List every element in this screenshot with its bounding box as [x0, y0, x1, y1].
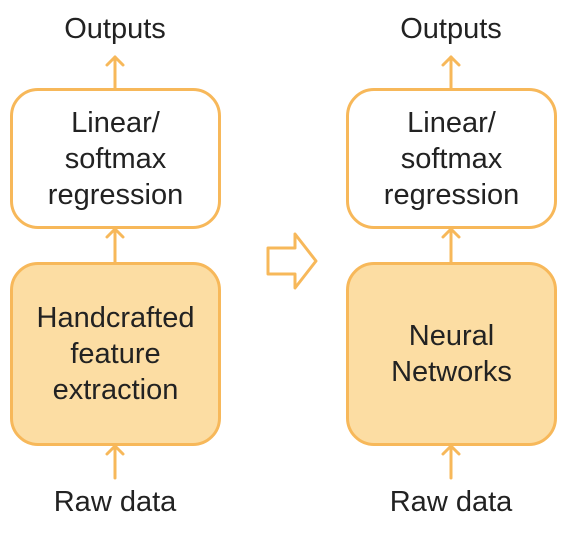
right-neural-networks-box: Neural Networks — [346, 262, 557, 446]
right-linear-softmax-box: Linear/ softmax regression — [346, 88, 557, 229]
box-label-line: extraction — [52, 374, 179, 406]
up-arrow-icon — [105, 444, 125, 480]
right-outputs-label: Outputs — [400, 13, 502, 45]
box-label-line: softmax — [400, 142, 503, 175]
box-label-line: Networks — [391, 356, 512, 388]
left-feature-extraction-box: Handcrafted feature extraction — [10, 262, 221, 446]
box-label-line: softmax — [64, 142, 167, 175]
up-arrow-icon — [441, 55, 461, 90]
box-label-line: Neural — [408, 320, 495, 352]
box-label-line: Linear/ — [71, 106, 160, 139]
up-arrow-icon — [441, 444, 461, 480]
right-raw-data-label: Raw data — [389, 486, 513, 518]
box-label-line: regression — [383, 178, 520, 211]
up-arrow-icon — [441, 227, 461, 264]
box-label-line: Handcrafted — [36, 302, 195, 334]
left-linear-softmax-box: Linear/ softmax regression — [10, 88, 221, 229]
box-label-line: feature — [70, 338, 161, 370]
right-arrow-icon — [266, 232, 318, 290]
up-arrow-icon — [105, 227, 125, 264]
box-label-line: regression — [47, 178, 184, 211]
left-raw-data-label: Raw data — [53, 486, 177, 518]
left-outputs-label: Outputs — [64, 13, 166, 45]
box-label-line: Linear/ — [407, 106, 496, 139]
up-arrow-icon — [105, 55, 125, 90]
